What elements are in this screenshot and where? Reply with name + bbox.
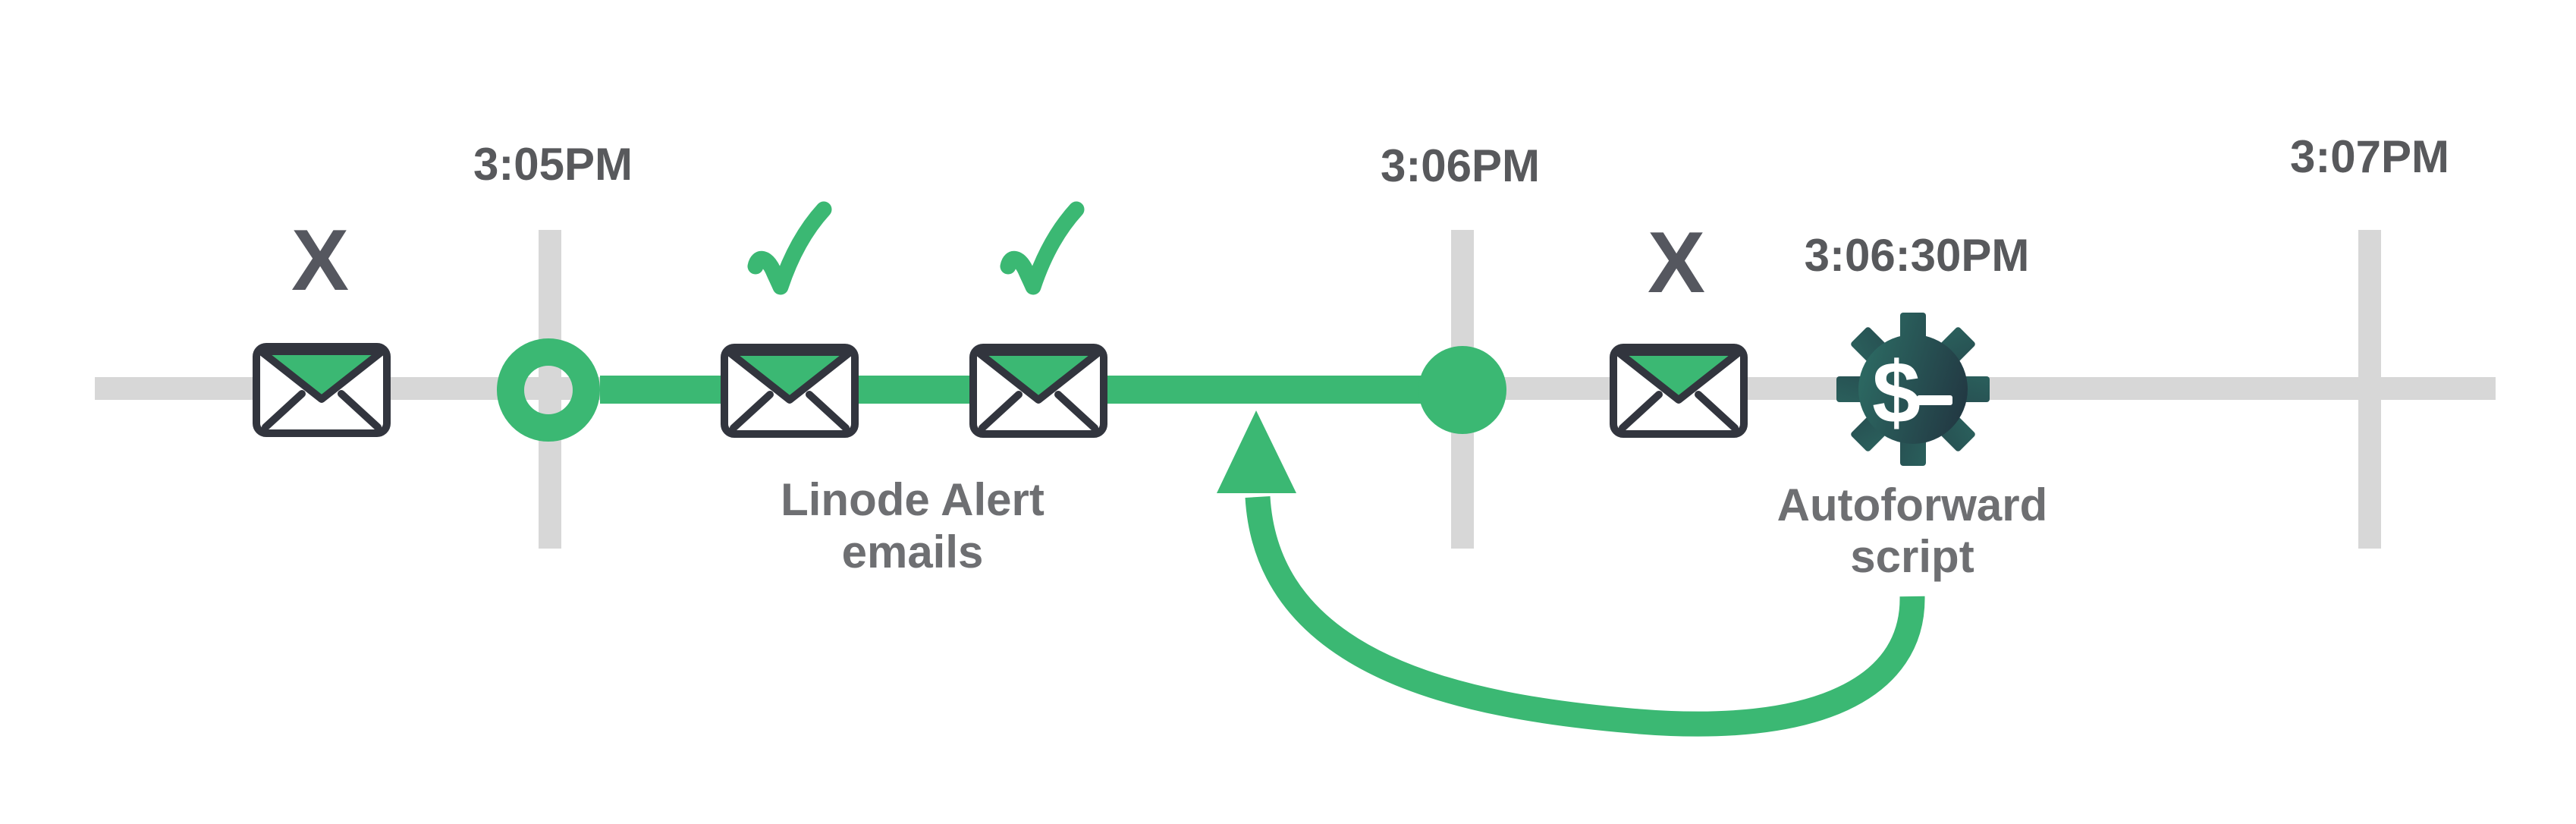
- tick-label-3-07pm: 3:07PM: [2290, 131, 2449, 182]
- autoforward-time-label: 3:06:30PM: [1805, 230, 2030, 281]
- prompt-cursor-dash: [1917, 395, 1952, 405]
- tick-label-3-05pm: 3:05PM: [473, 139, 633, 190]
- autoforward-script-icon: $: [1836, 313, 1990, 466]
- autoforward-caption-line2: script: [1850, 531, 1974, 582]
- autoforward-loop-arrow: [1217, 410, 1925, 737]
- gear-icon: [1836, 313, 1990, 466]
- alert-emails-caption-line2: emails: [842, 527, 984, 577]
- tick-label-3-06pm: 3:06PM: [1381, 140, 1540, 191]
- autoforward-caption-line1: Autoforward: [1777, 480, 2048, 530]
- tick-3-07pm: [2358, 230, 2381, 549]
- tick-3-05pm: [539, 230, 561, 549]
- missed-email-icon-before: [256, 347, 387, 433]
- alert-emails-caption-line1: Linode Alert: [781, 474, 1045, 525]
- segment-end-dot-marker: [1418, 346, 1506, 434]
- x-mark-missed-after: X: [1648, 215, 1705, 311]
- alert-email-icon-1: [724, 348, 855, 434]
- alert-email-icon-2: [973, 348, 1104, 434]
- missed-email-icon-after: [1613, 348, 1744, 434]
- segment-start-ring-marker: [497, 338, 600, 442]
- dollar-prompt-glyph: $: [1872, 344, 1921, 442]
- loop-arrowhead: [1217, 410, 1296, 493]
- loop-arrow-curve: [1245, 495, 1925, 737]
- x-mark-missed-before: X: [291, 212, 349, 309]
